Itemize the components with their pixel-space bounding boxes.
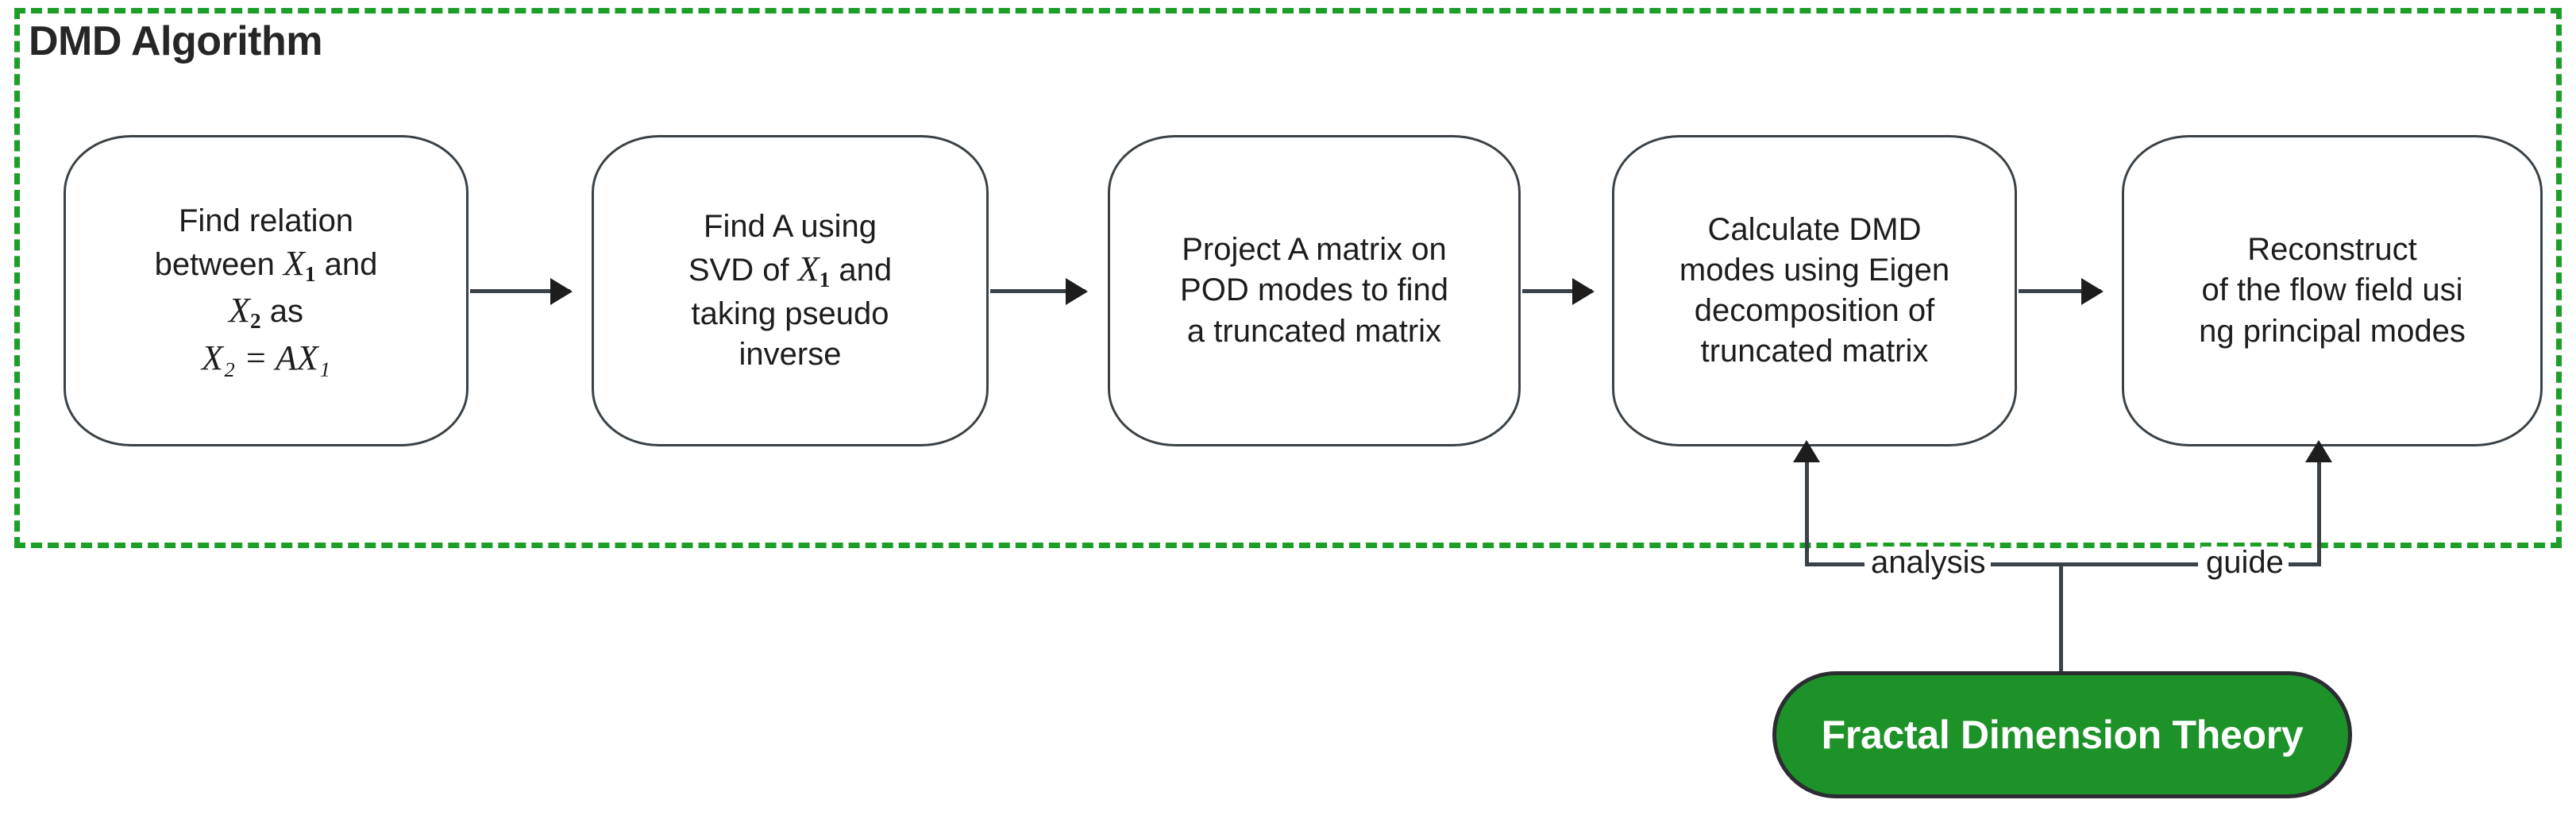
box4-line1: Calculate DMD	[1707, 211, 1922, 247]
box5-line1: Reconstruct	[2247, 232, 2417, 268]
box2-line2: SVD of X1 and	[607, 247, 974, 294]
box1-equation: X₂ = AX₁	[201, 338, 331, 377]
dmd-algorithm-title: DMD Algorithm	[29, 18, 322, 64]
box2-line2-pre: SVD of	[688, 252, 798, 288]
box1-line3-post: as	[260, 294, 303, 330]
arrow-step1-to-step2	[470, 289, 570, 293]
arrowhead-guide-to-step5	[2305, 440, 2332, 462]
fractal-dimension-theory-node[interactable]: Fractal Dimension Theory	[1772, 671, 2352, 798]
edge-label-guide: guide	[2201, 547, 2289, 578]
arrow-step4-to-step5	[2019, 289, 2101, 293]
arrow-step2-to-step3	[990, 289, 1086, 293]
box1-var-x1: X1	[283, 244, 316, 287]
feedback-bar-right-segment	[2273, 562, 2321, 566]
process-box-reconstruct[interactable]: Reconstruct of the flow field usi ng pri…	[2122, 135, 2543, 446]
feedback-bar-left-segment	[1805, 562, 1865, 566]
box2-line3: taking pseudo	[691, 296, 889, 331]
box1-line2-post: and	[315, 247, 378, 283]
box3-line3: a truncated matrix	[1186, 313, 1442, 349]
box5-line3: ng principal modes	[2199, 313, 2466, 349]
box4-line3: decomposition of	[1694, 293, 1935, 328]
feedback-line-analysis-vertical	[1805, 461, 1809, 566]
feedback-stem-to-fractal-node	[2059, 562, 2063, 675]
box1-line1: Find relation	[178, 203, 354, 239]
feedback-bar-middle-segment	[1968, 562, 2198, 566]
edge-label-analysis: analysis	[1866, 547, 1991, 578]
process-box-find-a[interactable]: Find A using SVD of X1 and taking pseudo…	[592, 135, 989, 446]
box3-line1: Project A matrix on	[1182, 232, 1447, 268]
box5-line2: of the flow field usi	[2201, 272, 2463, 308]
dmd-algorithm-group	[14, 8, 2562, 548]
box4-line4: truncated matrix	[1700, 334, 1929, 369]
process-box-calculate-dmd-modes[interactable]: Calculate DMD modes using Eigen decompos…	[1612, 135, 2017, 446]
box3-line2: POD modes to find	[1180, 272, 1448, 308]
box2-var-x1: X1	[797, 249, 831, 292]
box2-line1: Find A using	[704, 208, 877, 244]
box1-var-x2: X2	[229, 291, 261, 334]
box1-line2-pre: between	[154, 247, 283, 283]
process-box-project-a[interactable]: Project A matrix on POD modes to find a …	[1108, 135, 1521, 446]
box2-line2-post: and	[830, 252, 893, 288]
box2-line4: inverse	[738, 337, 842, 373]
arrow-step3-to-step4	[1522, 289, 1592, 293]
process-box-find-relation[interactable]: Find relation between X1 and X2 as X₂ = …	[64, 135, 469, 446]
fractal-dimension-theory-label: Fractal Dimension Theory	[1821, 713, 2304, 757]
arrowhead-analysis-to-step4	[1793, 440, 1820, 462]
box1-line2: between X1 and	[79, 241, 453, 288]
box4-line2: modes using Eigen	[1679, 252, 1950, 288]
box1-line3: X2 as	[79, 288, 453, 335]
feedback-line-guide-vertical	[2317, 461, 2321, 566]
